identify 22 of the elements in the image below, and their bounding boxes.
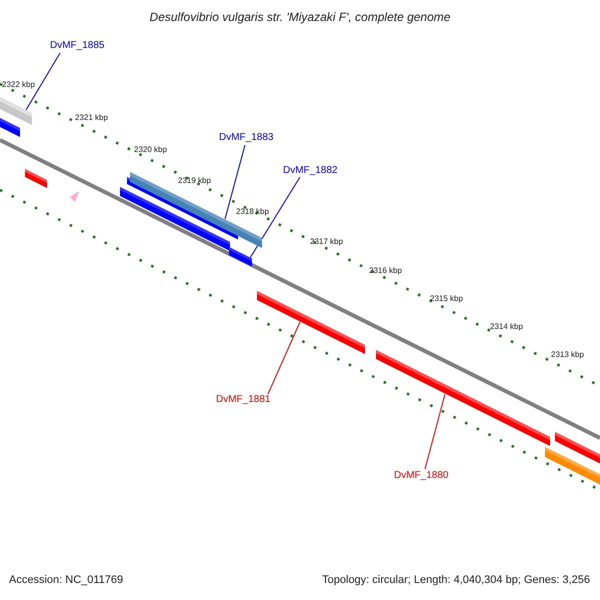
gene-bar — [229, 247, 252, 266]
gene-label: DvMF_1881 — [216, 394, 270, 406]
leader-line — [268, 322, 300, 394]
map-title: Desulfovibrio vulgaris str. 'Miyazaki F', complete genome — [148, 10, 452, 24]
gene-bar — [0, 97, 32, 125]
gene-label: DvMF_1883 — [219, 132, 274, 144]
scale-label: 2315 kbp — [430, 294, 463, 304]
scale-label: 2319 kbp — [178, 176, 211, 186]
scale-label: 2318 kbp — [236, 207, 269, 217]
gene-label: DvMF_1885 — [50, 40, 104, 52]
accession-text: Accession: NC_011769 — [9, 574, 124, 587]
leader-line — [26, 52, 60, 110]
gene-bar — [376, 350, 550, 446]
leader-line — [250, 176, 300, 258]
scale-label: 2317 kbp — [310, 237, 343, 247]
gene-bar — [257, 291, 365, 354]
genome-summary-text: Topology: circular; Length: 4,040,304 bp; Genes: 3,256 — [322, 574, 590, 587]
leader-line — [224, 144, 246, 220]
scale-label: 2321 kbp — [75, 113, 108, 123]
leader-line — [424, 394, 446, 470]
gene-label: DvMF_1882 — [283, 165, 338, 177]
gene-label: DvMF_1880 — [394, 470, 448, 482]
